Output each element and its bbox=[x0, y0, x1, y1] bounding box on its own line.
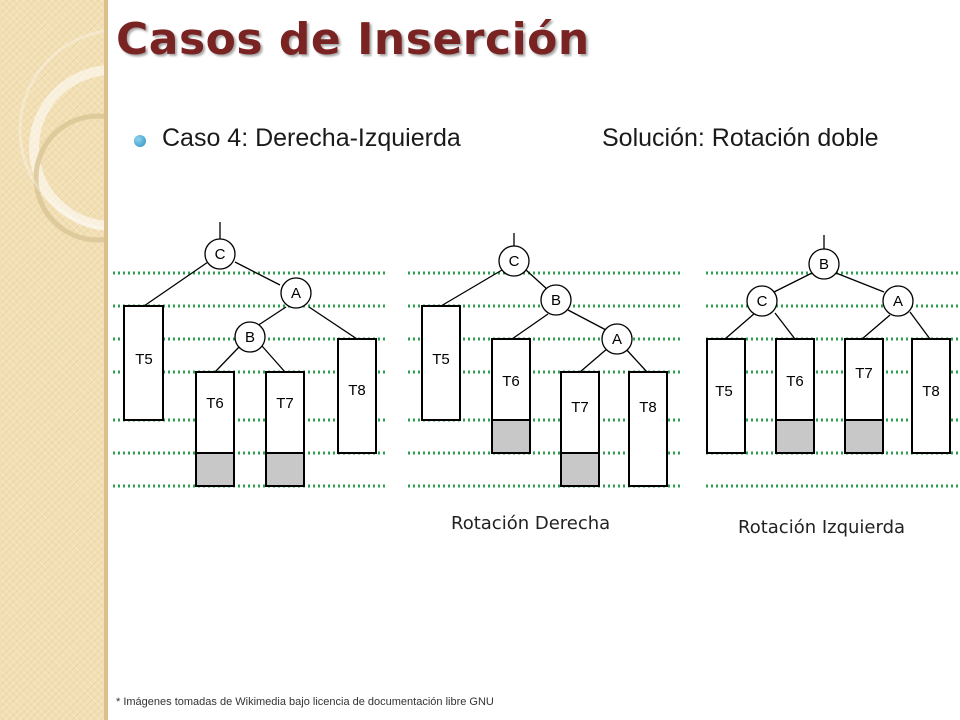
node-label: A bbox=[893, 293, 903, 310]
node-label: C bbox=[757, 293, 768, 310]
subtree-label: T7 bbox=[276, 395, 294, 412]
case-label: Caso 4: Derecha-Izquierda bbox=[162, 124, 461, 152]
subtree-label: T6 bbox=[502, 373, 520, 390]
subtree-label: T6 bbox=[786, 373, 804, 390]
subtree-label: T6 bbox=[206, 395, 224, 412]
subtree-label: T7 bbox=[855, 365, 873, 382]
node-label: C bbox=[509, 253, 520, 270]
tree-diagram-rotation-left: B C A T5 T6 T7 T8 bbox=[706, 235, 958, 488]
caption-rotation-right: Rotación Derecha bbox=[451, 513, 611, 534]
slide-title: Casos de Inserción bbox=[116, 14, 590, 65]
node-label: B bbox=[819, 256, 829, 273]
decorative-sidebar bbox=[0, 0, 108, 720]
tree-diagram-rotation-right: C B A T5 T6 T7 T8 bbox=[408, 233, 680, 488]
subtree-label: T5 bbox=[715, 383, 733, 400]
node-label: B bbox=[245, 329, 255, 346]
sidebar-edge bbox=[104, 0, 108, 720]
node-label: C bbox=[215, 246, 226, 263]
subtree-label: T8 bbox=[639, 399, 657, 416]
bullet-row: Caso 4: Derecha-Izquierda Solución: Rota… bbox=[134, 124, 934, 160]
subtree-label: T5 bbox=[135, 351, 153, 368]
node-label: A bbox=[291, 285, 301, 302]
subtree-label: T8 bbox=[922, 383, 940, 400]
caption-rotation-left: Rotación Izquierda bbox=[738, 517, 906, 538]
subtree-label: T8 bbox=[348, 382, 366, 399]
sidebar-circles-decoration bbox=[18, 29, 108, 243]
subtree-label: T5 bbox=[432, 351, 450, 368]
tree-diagram-initial: C A B T5 T6 T7 T8 bbox=[113, 222, 388, 488]
solution-label: Solución: Rotación doble bbox=[602, 124, 879, 152]
node-label: B bbox=[551, 292, 561, 309]
bullet-icon bbox=[134, 135, 146, 147]
footnote: * Imágenes tomadas de Wikimedia bajo lic… bbox=[116, 696, 494, 708]
node-label: A bbox=[612, 331, 622, 348]
subtree-label: T7 bbox=[571, 399, 589, 416]
rotation-diagrams: C A B T5 T6 T7 T8 bbox=[113, 222, 958, 488]
